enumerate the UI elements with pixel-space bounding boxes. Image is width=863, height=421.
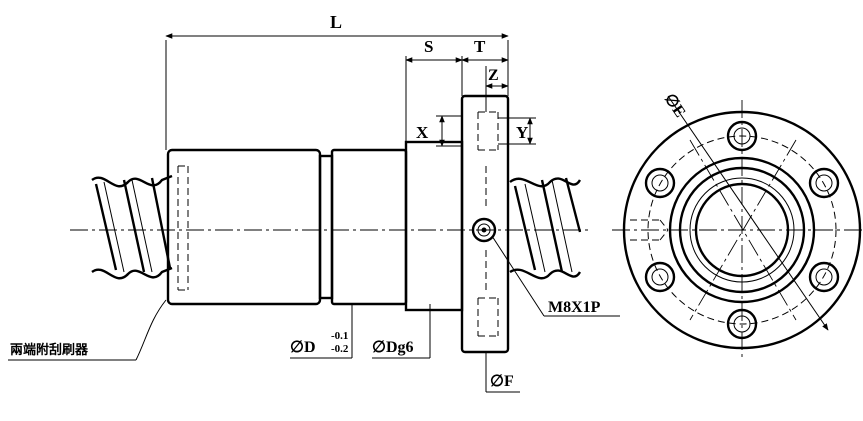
label-wiper: 兩端附刮刷器 — [10, 342, 89, 358]
callout-Dg6: ∅Dg6 — [372, 304, 431, 359]
label-T: T — [474, 37, 486, 56]
callout-F: ∅F — [485, 352, 520, 393]
label-Y: Y — [516, 123, 528, 142]
flange — [460, 94, 510, 354]
label-D: ∅D — [290, 339, 316, 356]
label-L: L — [330, 12, 342, 32]
nut-body — [166, 140, 464, 312]
label-Dg6: ∅Dg6 — [372, 339, 414, 356]
dimension-Z: Z — [485, 66, 509, 112]
callout-D: ∅D -0.1 -0.2 — [290, 304, 353, 359]
label-F: ∅F — [490, 373, 514, 390]
dimension-L: L — [165, 12, 509, 150]
side-view: L S T Z X Y — [8, 12, 620, 393]
label-E: ∅E — [661, 91, 689, 121]
label-S: S — [424, 37, 433, 56]
dimension-S-T: S T — [405, 37, 509, 142]
label-M8X1P: M8X1P — [548, 299, 601, 316]
label-D-lower-tol: -0.2 — [331, 343, 349, 355]
dimension-X-Y: X Y — [416, 115, 536, 147]
callout-M8X1P: M8X1P — [491, 235, 620, 317]
oil-hole — [630, 219, 669, 241]
screw-shaft-right — [509, 177, 582, 280]
front-view: ∅E — [612, 91, 862, 360]
label-X: X — [416, 123, 429, 142]
screw-shaft-left — [91, 174, 173, 280]
label-D-upper-tol: -0.1 — [331, 330, 348, 342]
callout-wiper: 兩端附刮刷器 — [8, 299, 167, 361]
bolt-holes — [644, 120, 840, 340]
label-Z: Z — [488, 67, 499, 84]
